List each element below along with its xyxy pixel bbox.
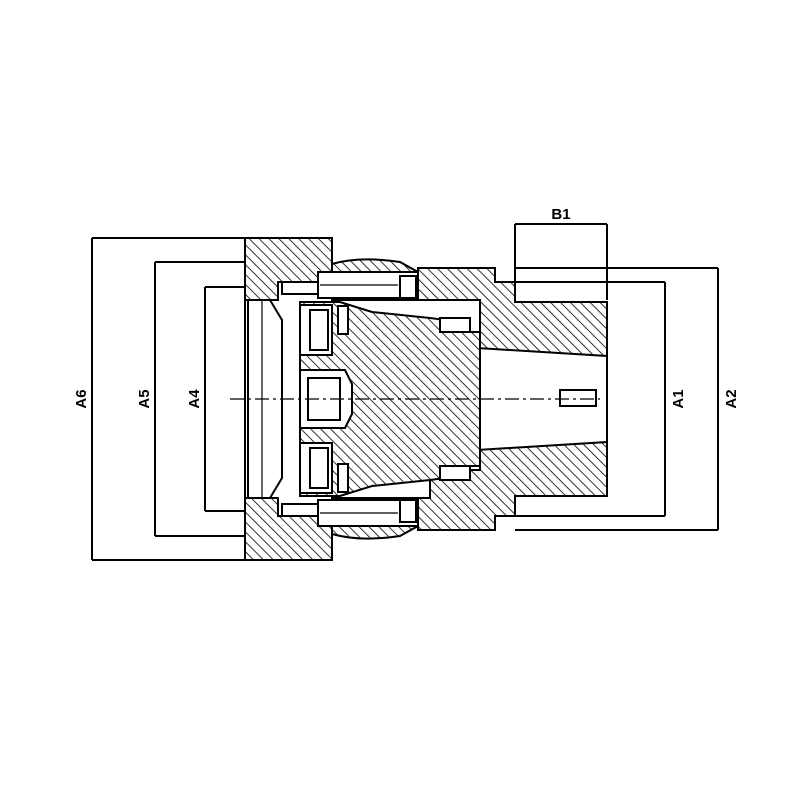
- label-a6: A6: [73, 389, 90, 408]
- label-b1: B1: [551, 206, 570, 223]
- label-a5: A5: [136, 389, 153, 408]
- dimension-labels: A6 A5 A4 A1 A2 B1: [73, 206, 740, 409]
- label-a1: A1: [670, 389, 687, 408]
- dimension-lines: [91, 223, 719, 561]
- label-a2: A2: [723, 389, 740, 408]
- outer-flange: [244, 237, 333, 561]
- retaining-screws: [281, 271, 419, 527]
- label-a4: A4: [186, 389, 203, 409]
